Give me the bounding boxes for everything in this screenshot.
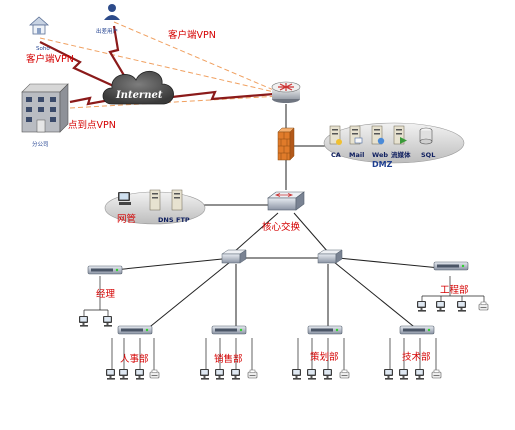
wan-link-mobile <box>108 25 129 83</box>
client-vpn-label-left: 客户端VPN <box>26 53 74 65</box>
mail-server-icon <box>349 125 363 145</box>
printer-icon <box>339 369 350 379</box>
dmz-server-label-mail: Mail <box>349 151 364 159</box>
firewall-icon <box>277 127 295 161</box>
wan-links <box>39 25 275 106</box>
manager-switch-icon <box>87 265 123 275</box>
pc-icon <box>119 369 128 380</box>
dept-label-engineering: 工程部 <box>440 284 469 296</box>
ca-server-icon <box>329 125 342 145</box>
ftp-server-icon <box>171 189 183 211</box>
wan-link-soho <box>39 41 119 90</box>
dns-label: DNS <box>158 216 174 224</box>
vpn-line-branch-router <box>69 95 281 109</box>
agg-switch-right-icon <box>317 249 343 264</box>
internet-label: Internet <box>115 90 163 101</box>
web-server-icon <box>371 125 385 145</box>
dmz-server-label-web: Web <box>372 151 388 159</box>
media-server-icon <box>393 125 407 145</box>
branch-building-icon <box>21 83 69 133</box>
tech-switch-icon <box>399 325 435 335</box>
printer-icon <box>431 369 442 379</box>
mobile-user-icon <box>104 4 120 20</box>
pc-icon <box>79 316 88 327</box>
wan-link-branch <box>69 96 111 106</box>
agg-switch-left-icon <box>221 249 247 264</box>
sql-database-icon <box>419 127 433 145</box>
vpn-line-mobile-router <box>113 21 284 95</box>
agg-to-hr-switch <box>145 261 231 331</box>
hr-switch-icon <box>117 325 153 335</box>
net-mgmt-label: 网管 <box>117 213 136 225</box>
dmz-label: DMZ <box>372 160 393 169</box>
pc-icon <box>384 369 393 380</box>
core-switch-left <box>233 212 279 253</box>
dept-label-hr: 人事部 <box>120 353 149 365</box>
pc-icon <box>106 369 115 380</box>
mobile-user-label: 出差用户 <box>96 27 118 35</box>
dept-label-tech: 技术部 <box>402 351 431 363</box>
pc-icon <box>292 369 301 380</box>
dept-label-manager: 经理 <box>96 288 116 300</box>
pc-icon <box>307 369 316 380</box>
pc-icon <box>415 369 424 380</box>
client-vpn-label-top: 客户端VPN <box>168 29 216 41</box>
core-switch-icon <box>267 191 305 211</box>
soho-label: Soho <box>36 46 50 52</box>
wan-link-internet-router <box>171 90 275 101</box>
dept-label-planning: 策划部 <box>310 351 339 363</box>
engineering-wiring <box>421 276 485 302</box>
agg-to-manager-switch <box>113 257 233 271</box>
sales-switch-icon <box>211 325 247 335</box>
pc-icon <box>135 369 144 380</box>
pc-icon <box>399 369 408 380</box>
planning-switch-icon <box>307 325 343 335</box>
engineering-switch-icon <box>433 261 469 271</box>
printer-icon <box>149 369 160 379</box>
pc-icon <box>200 369 209 380</box>
dmz-servers <box>329 125 433 145</box>
vpn-dashed-links <box>39 21 284 109</box>
pc-icon <box>215 369 224 380</box>
printer-icon <box>247 369 258 379</box>
dns-server-icon <box>149 189 161 211</box>
ftp-label: FTP <box>176 216 190 224</box>
dmz-server-label-sql: SQL <box>421 151 435 159</box>
core-switch-label: 核心交换 <box>262 221 301 233</box>
router-icon <box>271 81 301 103</box>
dmz-server-label-ca: CA <box>331 151 341 159</box>
agg-to-tech-switch <box>333 261 419 331</box>
pc-icon <box>417 301 426 312</box>
pc-icon <box>436 301 445 312</box>
branch-label: 分公司 <box>32 140 49 148</box>
internet-cloud-icon <box>102 71 174 105</box>
dmz-server-label-media: 流媒体 <box>391 150 411 159</box>
soho-house-icon <box>28 16 50 35</box>
pc-icon <box>323 369 332 380</box>
pc-icon <box>103 316 112 327</box>
lan-links <box>113 104 441 331</box>
pc-icon <box>231 369 240 380</box>
net-mgmt-pc-icon <box>118 192 131 205</box>
vpn-line-soho-router <box>39 37 284 95</box>
dept-wiring <box>111 338 437 370</box>
dept-label-sales: 销售部 <box>214 353 243 365</box>
printer-icon <box>478 301 489 311</box>
site-to-site-vpn-label: 点到点VPN <box>68 119 116 131</box>
agg-to-eng-switch <box>337 257 441 269</box>
pc-icon <box>457 301 466 312</box>
core-switch-right <box>293 212 329 253</box>
